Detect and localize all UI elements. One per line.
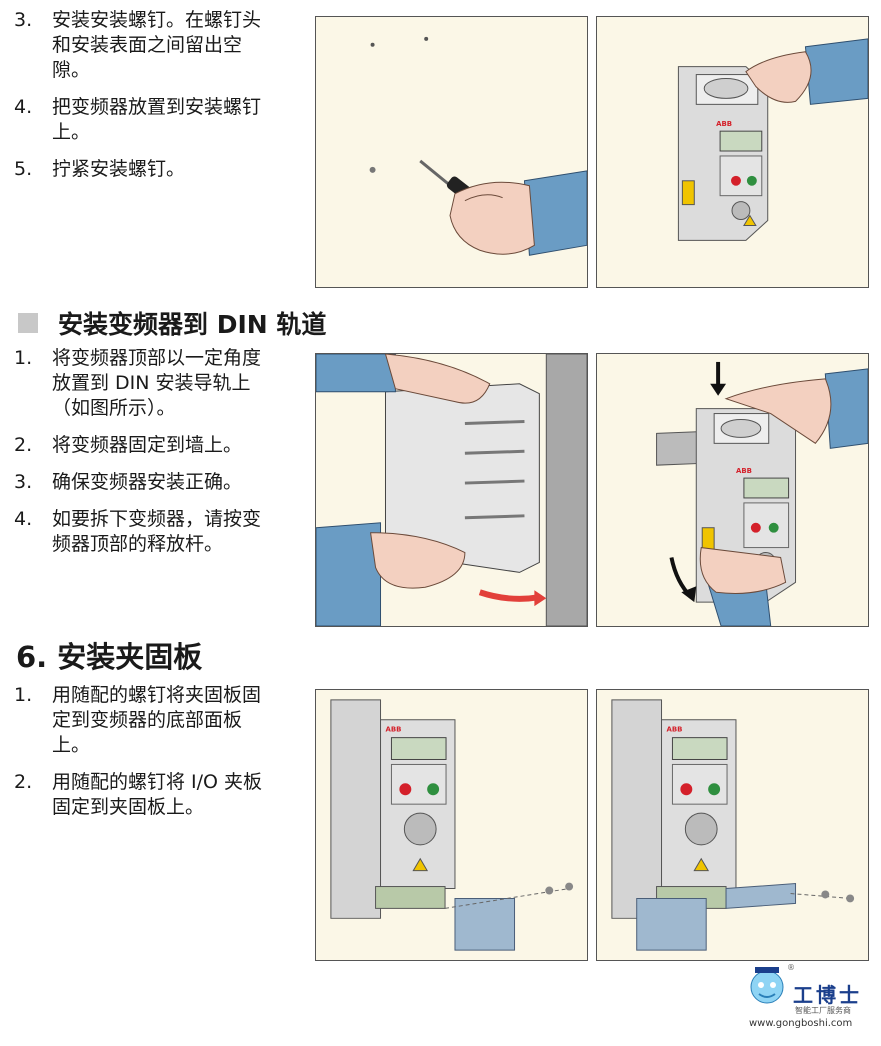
illustration-clamp-step2: ABB xyxy=(596,689,869,961)
din-steps-list: 1. 将变频器顶部以一定角度 放置到 DIN 安装导轨上 （如图所示）。 2. … xyxy=(14,346,314,569)
din-step-3: 3. 确保变频器安装正确。 xyxy=(14,470,314,495)
screw-steps-list: 3. 安装安装螺钉。在螺钉头 和安装表面之间留出空 隙。 4. 把变频器放置到安… xyxy=(14,8,314,194)
step-text: 如要拆下变频器，请按变 频器顶部的释放杆。 xyxy=(52,507,314,557)
line: 放置到 DIN 安装导轨上 xyxy=(52,372,251,394)
line: 上。 xyxy=(52,734,91,756)
line: 将变频器顶部以一定角度 xyxy=(52,347,262,369)
step-number: 3. xyxy=(14,9,33,31)
line: 频器顶部的释放杆。 xyxy=(52,533,224,555)
din-front-drawing: ABB xyxy=(656,361,868,626)
registered-mark: ® xyxy=(787,963,795,972)
step-number: 1. xyxy=(14,684,33,706)
step-text: 安装安装螺钉。在螺钉头 和安装表面之间留出空 隙。 xyxy=(52,8,314,83)
line: 固定到夹固板上。 xyxy=(52,796,205,818)
line: 和安装表面之间留出空 xyxy=(52,34,243,56)
line: 定到变频器的底部面板 xyxy=(52,709,243,731)
line: 用随配的螺钉将夹固板固 xyxy=(52,684,262,706)
step-number: 4. xyxy=(14,508,33,530)
step-5: 5. 拧紧安装螺钉。 xyxy=(14,157,314,182)
abb-logo: ABB xyxy=(736,467,752,475)
illustration-din-side xyxy=(315,353,588,627)
screw-wall-drawing xyxy=(369,36,587,256)
step-text: 把变频器放置到安装螺钉 上。 xyxy=(52,95,314,145)
clamp-step1-drawing: ABB xyxy=(330,699,574,951)
step-3: 3. 安装安装螺钉。在螺钉头 和安装表面之间留出空 隙。 xyxy=(14,8,314,83)
step-text: 将变频器顶部以一定角度 放置到 DIN 安装导轨上 （如图所示）。 xyxy=(52,346,314,421)
illustration-screw-wall xyxy=(315,16,588,288)
hang-drive-drawing: ABB xyxy=(677,38,868,241)
abb-logo: ABB xyxy=(716,120,732,128)
step-text: 用随配的螺钉将 I/O 夹板 固定到夹固板上。 xyxy=(52,770,314,820)
din-section-heading: 安装变频器到 DIN 轨道 xyxy=(18,305,326,341)
din-step-4: 4. 如要拆下变频器，请按变 频器顶部的释放杆。 xyxy=(14,507,314,557)
watermark-url: www.gongboshi.com xyxy=(749,1018,853,1029)
line: 用随配的螺钉将 I/O 夹板 xyxy=(52,771,263,793)
watermark-brand: 工博士 xyxy=(793,983,862,1007)
line: 如要拆下变频器，请按变 xyxy=(52,508,262,530)
step-text: 用随配的螺钉将夹固板固 定到变频器的底部面板 上。 xyxy=(52,683,314,758)
step-number: 2. xyxy=(14,434,33,456)
step-number: 4. xyxy=(14,96,33,118)
clamp-steps-list: 1. 用随配的螺钉将夹固板固 定到变频器的底部面板 上。 2. 用随配的螺钉将 … xyxy=(14,683,314,832)
clamp-step-2: 2. 用随配的螺钉将 I/O 夹板 固定到夹固板上。 xyxy=(14,770,314,820)
mascot-icon xyxy=(750,967,784,1004)
din-step-1: 1. 将变频器顶部以一定角度 放置到 DIN 安装导轨上 （如图所示）。 xyxy=(14,346,314,421)
clamp-section-heading: 6. 安装夹固板 xyxy=(16,640,203,674)
line: 把变频器放置到安装螺钉 xyxy=(52,96,262,118)
illustration-din-front: ABB xyxy=(596,353,869,627)
line: 上。 xyxy=(52,121,91,143)
line: 拧紧安装螺钉。 xyxy=(52,158,186,180)
step-text: 拧紧安装螺钉。 xyxy=(52,157,314,182)
step-number: 2. xyxy=(14,771,33,793)
illustration-hang-drive: ABB xyxy=(596,16,869,288)
step-text: 将变频器固定到墙上。 xyxy=(52,434,243,456)
clamp-step-1: 1. 用随配的螺钉将夹固板固 定到变频器的底部面板 上。 xyxy=(14,683,314,758)
step-number: 3. xyxy=(14,471,33,493)
line: （如图所示）。 xyxy=(52,397,176,419)
din-section-title: 安装变频器到 DIN 轨道 xyxy=(58,310,327,339)
step-text: 确保变频器安装正确。 xyxy=(52,471,243,493)
clamp-step2-drawing: ABB xyxy=(611,699,855,951)
step-number: 5. xyxy=(14,158,33,180)
din-step-2: 2. 将变频器固定到墙上。 xyxy=(14,433,314,458)
gongboshi-watermark: ® 工博士 智能工厂服务商 www.gongboshi.com xyxy=(745,963,870,1035)
illustration-clamp-step1: ABB xyxy=(315,689,588,961)
din-side-drawing xyxy=(316,354,587,626)
abb-logo: ABB xyxy=(385,726,401,734)
watermark-slogan: 智能工厂服务商 xyxy=(795,1006,851,1015)
line: 安装安装螺钉。在螺钉头 xyxy=(52,9,262,31)
abb-logo: ABB xyxy=(666,726,682,734)
square-bullet-icon xyxy=(18,313,38,333)
step-4: 4. 把变频器放置到安装螺钉 上。 xyxy=(14,95,314,145)
line: 隙。 xyxy=(52,59,91,81)
step-number: 1. xyxy=(14,347,33,369)
